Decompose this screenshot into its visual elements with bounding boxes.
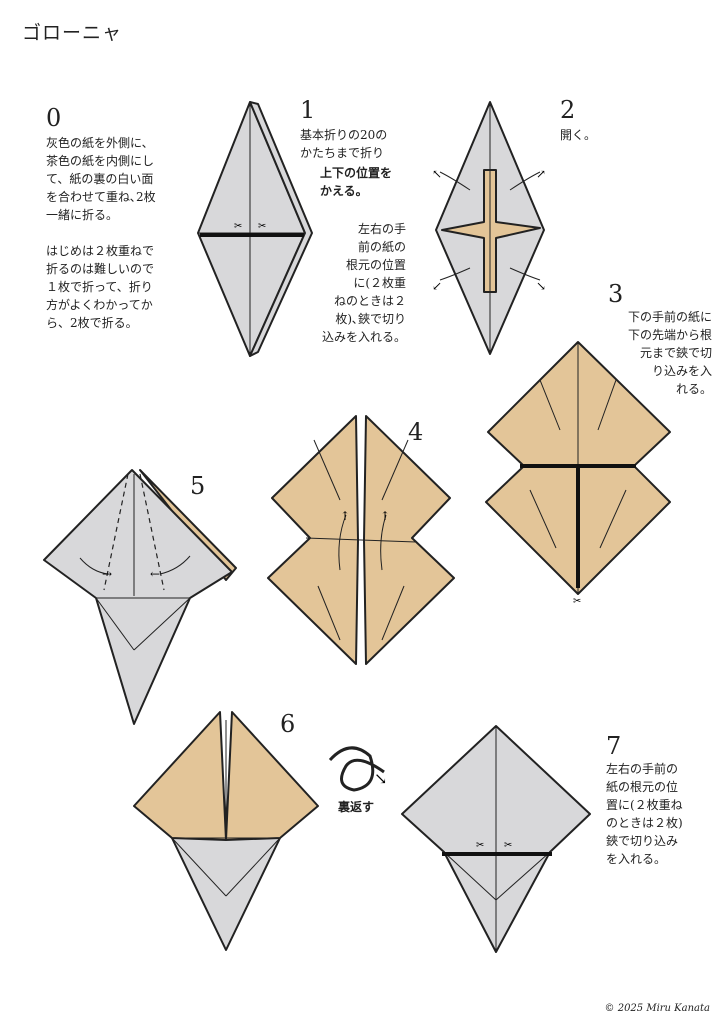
flip-arrow-icon: ↘: [374, 769, 387, 788]
step-1-text: 基本折りの20の かたちまで折り: [300, 128, 388, 160]
step-3-text: 下の手前の紙に 下の先端から根 元まで鋏で切 り込みを入 れる。: [627, 310, 712, 396]
step-5-diagram: → ←: [43, 469, 237, 725]
step-7-number: 7: [606, 732, 622, 760]
step-1-bold-text: 上下の位置を かえる。: [320, 166, 393, 198]
scissors-icon: ✂: [504, 840, 512, 851]
step-3-diagram: ✂: [485, 341, 671, 607]
step-7-diagram: ✂ ✂: [401, 725, 591, 953]
open-arrow-icon: ↙: [432, 279, 442, 293]
step-1-text-2: 左右の手 前の紙の 根元の位置 に(２枚重 ねのときは２ 枚)､鋏で切り 込みを…: [321, 222, 406, 344]
step-1-diagram: ✂ ✂: [197, 101, 313, 357]
open-arrow-icon: ↘: [536, 279, 546, 293]
scissors-icon: ✂: [234, 221, 242, 232]
step-4-diagram: ↑ ↑: [267, 415, 455, 665]
step-2-diagram: ↖ ↗ ↙ ↘: [432, 101, 546, 355]
fold-arrow-icon: ←: [150, 567, 160, 581]
fold-arrow-icon: ↑: [380, 509, 390, 523]
step-1-number: 1: [300, 96, 316, 124]
step-0-number: 0: [46, 104, 62, 132]
open-arrow-icon: ↗: [536, 167, 546, 181]
step-2-number: 2: [560, 96, 576, 124]
step-2-text: 開く。: [560, 128, 597, 142]
fold-arrow-icon: ↑: [340, 509, 350, 523]
step-7-text: 左右の手前の 紙の根元の位 置に(２枚重ね のときは２枚) 鋏で切り込み を入れ…: [606, 762, 683, 866]
scissors-icon: ✂: [573, 596, 581, 607]
step-6-number: 6: [280, 710, 296, 738]
copyright: © 2025 Miru Kanata: [604, 1003, 710, 1014]
fold-arrow-icon: →: [102, 567, 112, 581]
step-3-number: 3: [608, 280, 624, 308]
step-5-number: 5: [190, 472, 206, 500]
step-6-diagram: ↘: [133, 711, 387, 951]
step-0-text: 灰色の紙を外側に、 茶色の紙を内側にし て、紙の裏の白い面 を合わせて重ね､2枚…: [46, 136, 156, 330]
open-arrow-icon: ↖: [432, 167, 442, 181]
step-4-number: 4: [408, 418, 424, 446]
page-title: ゴローニャ: [22, 22, 123, 44]
scissors-icon: ✂: [258, 221, 266, 232]
flip-label: 裏返す: [338, 800, 375, 814]
scissors-icon: ✂: [476, 840, 484, 851]
